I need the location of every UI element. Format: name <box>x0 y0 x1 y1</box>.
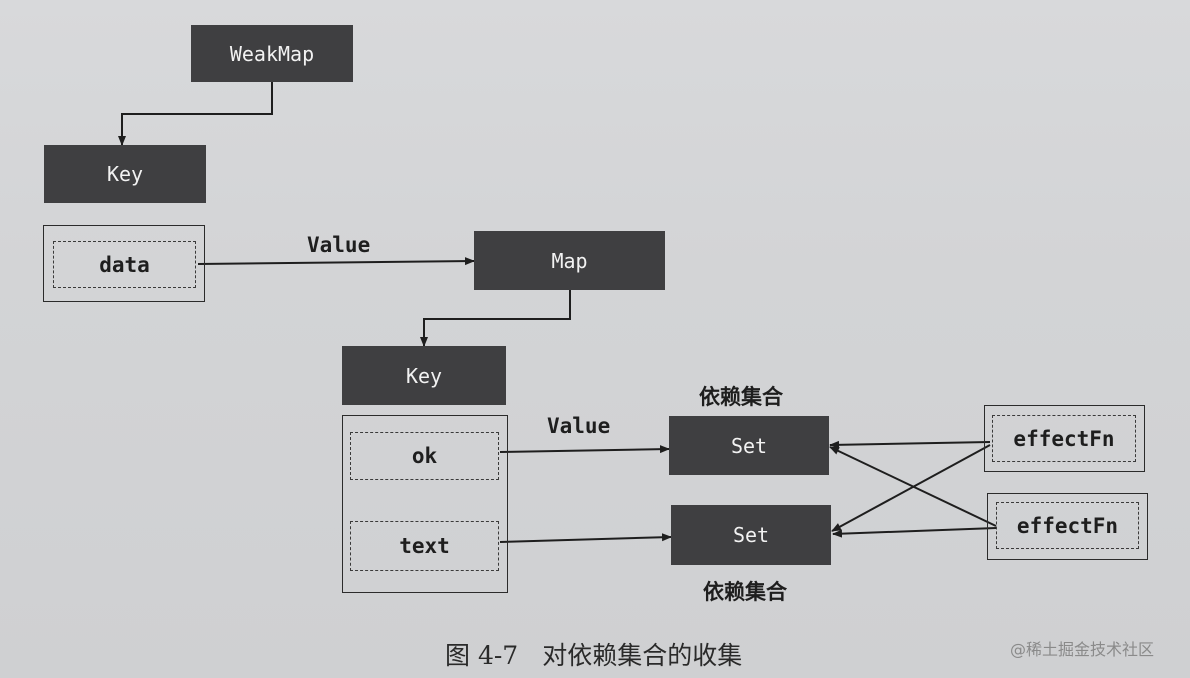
effect-top-container <box>984 405 1145 472</box>
caption-title: 对依赖集合的收集 <box>542 641 743 670</box>
map-to-key-arrow <box>420 290 571 347</box>
outer-value-label: Value <box>307 233 371 257</box>
effect-bottom-to-set-top-arrow <box>829 446 997 527</box>
text-entry: text <box>350 521 499 571</box>
set-top-label: Set <box>730 433 768 458</box>
effect-bottom-entry: effectFn <box>996 502 1139 549</box>
set-bottom-node: Set <box>671 505 831 565</box>
weakmap-to-key-arrow <box>118 82 273 146</box>
outer-key-label: Key <box>106 162 144 186</box>
figure-caption: 图 4-7 对依赖集合的收集 <box>445 636 742 672</box>
weakmap-label: WeakMap <box>229 41 315 66</box>
effect-top-to-set-top-arrow <box>829 440 991 449</box>
effect-bottom-container <box>987 493 1148 560</box>
ok-label: ok <box>411 444 438 468</box>
inner-key-label: Key <box>405 363 443 388</box>
data-container <box>43 225 205 302</box>
watermark-text: @稀土掘金技术社区 <box>1010 640 1155 659</box>
effect-bottom-to-set-bottom-arrow <box>832 527 997 538</box>
text-to-set-arrow <box>499 533 672 543</box>
ok-entry: ok <box>350 432 499 480</box>
inner-value-label: Value <box>547 414 611 438</box>
set-bottom-label: Set <box>732 523 770 547</box>
effect-top-label: effectFn <box>1013 426 1115 451</box>
map-label: Map <box>551 248 588 273</box>
data-to-map-arrow <box>197 257 475 266</box>
effect-top-to-set-bottom-arrow <box>831 444 991 532</box>
keys-container <box>342 415 508 593</box>
effect-top-entry: effectFn <box>992 415 1136 462</box>
outer-key-node: Key <box>44 145 206 203</box>
data-entry: data <box>53 241 196 288</box>
set-top-node: Set <box>669 416 829 475</box>
inner-key-node: Key <box>342 346 506 405</box>
text-label: text <box>399 534 450 558</box>
effect-bottom-label: effectFn <box>1016 513 1119 538</box>
caption-number: 图 4-7 <box>445 641 519 670</box>
map-node: Map <box>474 231 665 290</box>
dep-set-top-label: 依赖集合 <box>699 385 783 409</box>
dep-set-bottom-label: 依赖集合 <box>703 580 787 604</box>
weakmap-node: WeakMap <box>191 25 353 82</box>
data-label: data <box>99 252 150 277</box>
ok-to-set-arrow <box>499 445 670 454</box>
